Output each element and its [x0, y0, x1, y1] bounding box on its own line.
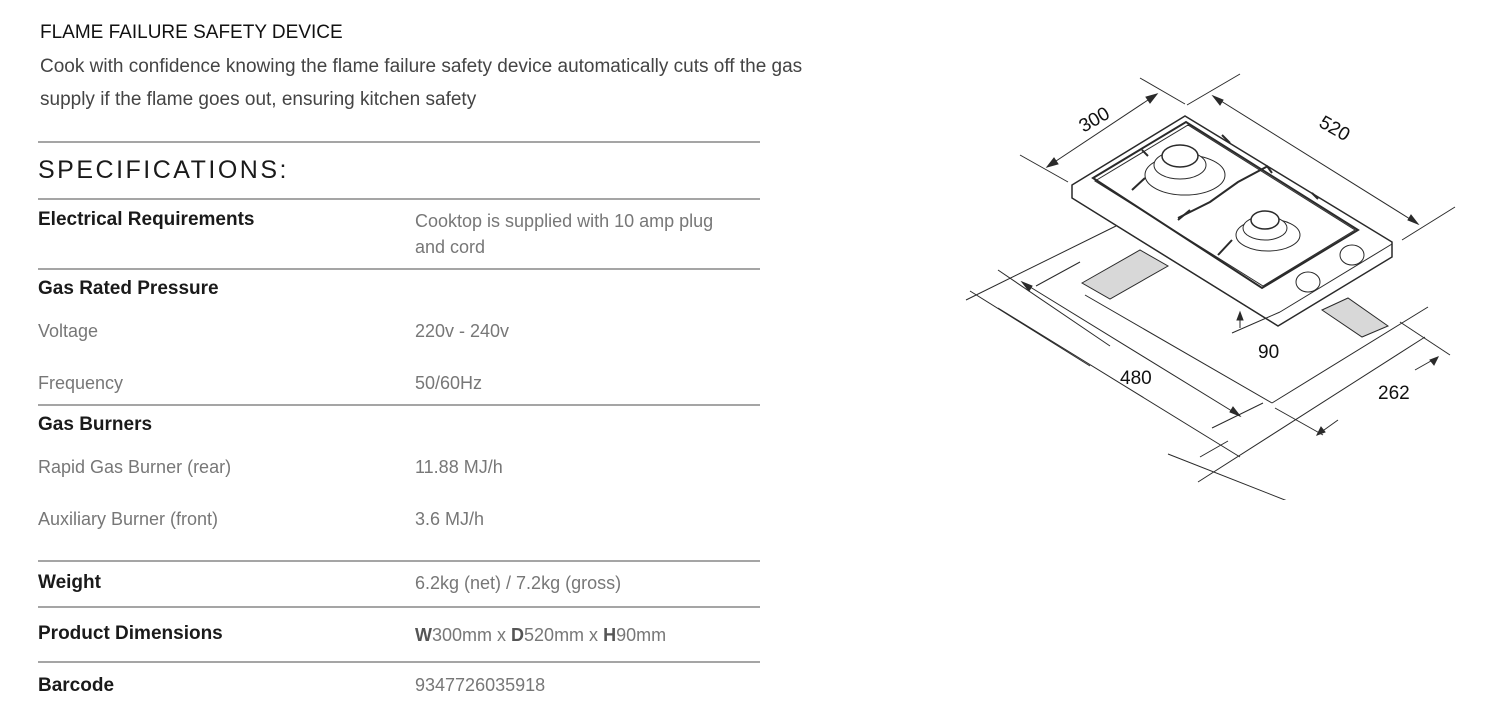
spec-label: Frequency	[38, 373, 124, 393]
spec-value: 50/60Hz	[415, 373, 483, 393]
cooktop-drawing-icon: 300 520 90 480 262	[965, 73, 1456, 503]
specifications-table: SPECIFICATIONS: Electrical Requirements …	[38, 141, 760, 711]
feature-description-line1: Cook with confidence knowing the flame f…	[40, 56, 803, 77]
specifications-heading: SPECIFICATIONS:	[38, 156, 289, 184]
spec-label: Rapid Gas Burner (rear)	[38, 457, 232, 477]
spec-row-rapid-burner: Rapid Gas Burner (rear) 11.88 MJ/h	[38, 442, 760, 494]
dim-w-value: 300mm x	[432, 625, 512, 645]
spec-row-weight: Weight 6.2kg (net) / 7.2kg (gross)	[38, 562, 760, 606]
divider	[38, 141, 760, 143]
dim-label-300: 300	[1076, 103, 1114, 137]
spec-value: 9347726035918	[415, 675, 546, 695]
spec-label: Voltage	[38, 321, 99, 341]
dim-d-letter: D	[511, 625, 525, 645]
divider	[38, 661, 760, 663]
spec-value-line1: Cooktop is supplied with 10 amp plug	[415, 211, 714, 231]
dim-h-value: 90mm	[616, 625, 667, 645]
cooktop-dimension-diagram: 300 520 90 480 262	[950, 50, 1490, 503]
spec-value: 6.2kg (net) / 7.2kg (gross)	[415, 573, 622, 593]
feature-title: FLAME FAILURE SAFETY DEVICE	[40, 22, 343, 43]
spec-row-dimensions: Product Dimensions W300mm x D520mm x H90…	[38, 608, 760, 661]
divider	[38, 198, 760, 200]
spec-value: Cooktop is supplied with 10 amp plug and…	[415, 208, 760, 268]
spec-label: Gas Burners	[38, 414, 153, 435]
spec-value: 220v - 240v	[415, 321, 510, 341]
dim-label-262: 262	[1378, 383, 1410, 404]
spec-label: Auxiliary Burner (front)	[38, 509, 219, 529]
spec-row-electrical: Electrical Requirements Cooktop is suppl…	[38, 200, 760, 268]
spec-row-frequency: Frequency 50/60Hz	[38, 358, 760, 404]
dim-h-letter: H	[603, 625, 617, 645]
spec-label: Electrical Requirements	[38, 209, 255, 230]
spec-value: 3.6 MJ/h	[415, 509, 485, 529]
spec-label: Gas Rated Pressure	[38, 278, 219, 299]
spec-group-gas-pressure: Gas Rated Pressure	[38, 270, 760, 306]
spec-value-line2: and cord	[415, 237, 486, 257]
divider	[38, 268, 760, 270]
spec-row-voltage: Voltage 220v - 240v	[38, 306, 760, 358]
dim-d-value: 520mm x	[524, 625, 604, 645]
divider	[38, 606, 760, 608]
dim-label-520: 520	[1315, 112, 1353, 146]
feature-section: FLAME FAILURE SAFETY DEVICE Cook with co…	[40, 18, 900, 116]
spec-value: W300mm x D520mm x H90mm	[415, 608, 760, 661]
spec-label: Barcode	[38, 675, 115, 696]
feature-description: Cook with confidence knowing the flame f…	[40, 50, 900, 116]
divider	[38, 560, 760, 562]
spec-label: Weight	[38, 572, 101, 593]
dim-label-90: 90	[1258, 342, 1279, 363]
spec-row-auxiliary-burner: Auxiliary Burner (front) 3.6 MJ/h	[38, 494, 760, 560]
dim-label-480: 480	[1120, 368, 1152, 389]
feature-description-line2: supply if the flame goes out, ensuring k…	[40, 89, 477, 110]
spec-row-barcode: Barcode 9347726035918	[38, 663, 760, 711]
spec-group-gas-burners: Gas Burners	[38, 406, 760, 442]
spec-label: Product Dimensions	[38, 623, 223, 644]
dim-w-letter: W	[415, 625, 432, 645]
spec-value: 11.88 MJ/h	[415, 457, 503, 477]
divider	[38, 404, 760, 406]
